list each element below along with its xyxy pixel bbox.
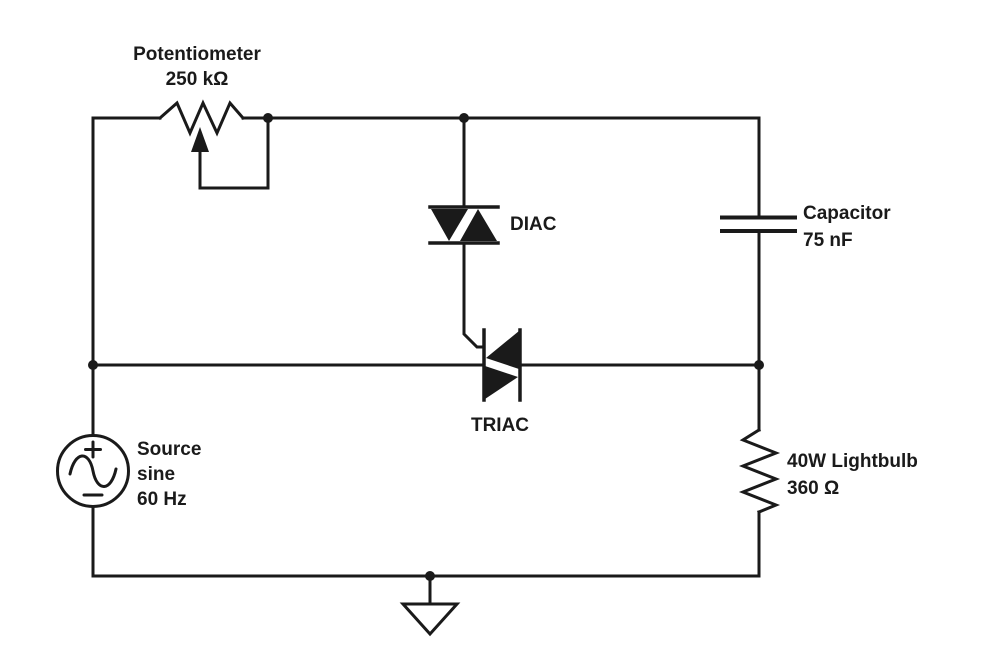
- diac-bars: [428, 205, 500, 245]
- diac-down-triangle: [431, 209, 468, 241]
- triac-right-pointing-triangle: [485, 366, 518, 399]
- junction-dot-right-mid: [754, 360, 764, 370]
- diac-symbol: [428, 205, 500, 245]
- triac-gate-wire: [462, 242, 485, 349]
- potentiometer-value: 250 kΩ: [165, 69, 229, 90]
- capacitor-symbol: [720, 215, 797, 233]
- lightbulb-resistor-symbol: [738, 427, 781, 514]
- ground-symbol: [399, 576, 461, 637]
- triac-left-pointing-triangle: [486, 331, 519, 369]
- potentiometer-symbol: [157, 99, 270, 190]
- diac-label: DIAC: [510, 214, 557, 235]
- diac-up-triangle: [460, 209, 497, 241]
- triac-bars: [482, 328, 522, 402]
- lightbulb-value: 360 Ω: [787, 478, 840, 499]
- ac-source-symbol: [56, 434, 130, 508]
- capacitor-label: Capacitor: [803, 203, 891, 224]
- plus-sign-icon: [84, 440, 102, 459]
- potentiometer-wiper-arrow-icon: [191, 127, 209, 152]
- capacitor-value: 75 nF: [803, 230, 853, 251]
- triac-symbol: [482, 328, 522, 402]
- triac-label: TRIAC: [470, 415, 530, 436]
- junction-dot-ground: [425, 571, 435, 581]
- potentiometer-label: Potentiometer: [133, 44, 261, 65]
- source-frequency-label: 60 Hz: [137, 489, 187, 510]
- junction-dot-diac-branch: [459, 113, 469, 123]
- junction-dot-left-mid: [88, 360, 98, 370]
- capacitor-plates: [720, 215, 797, 233]
- potentiometer-wiper-loop: [198, 116, 270, 190]
- wires: [91, 116, 761, 578]
- junction-dots: [88, 113, 764, 581]
- source-label: Source: [137, 439, 202, 460]
- potentiometer-zigzag: [157, 99, 246, 137]
- ground-triangle-icon: [399, 602, 461, 637]
- source-waveform-label: sine: [137, 464, 176, 485]
- sine-wave-icon: [68, 454, 118, 488]
- lightbulb-label: 40W Lightbulb: [787, 451, 918, 472]
- lightbulb-zigzag: [738, 427, 781, 514]
- junction-dot-pot-wiper: [263, 113, 273, 123]
